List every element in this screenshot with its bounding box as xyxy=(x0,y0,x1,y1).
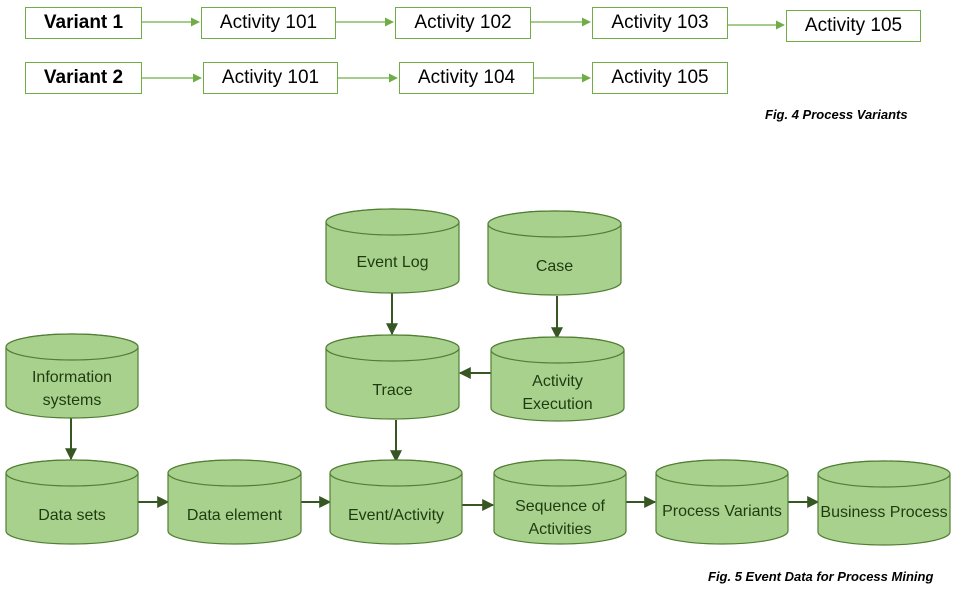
label-event-activity-1: Event/Activity xyxy=(348,507,444,524)
label-activity-execution-2: Execution xyxy=(522,396,592,413)
cylinder-process-variants: Process Variants xyxy=(655,459,789,545)
variant-1-step-1: Activity 101 xyxy=(201,7,336,39)
cylinder-case: Case xyxy=(487,210,622,296)
label-data-element-1: Data element xyxy=(187,507,283,524)
variant-1-step-4: Activity 105 xyxy=(786,10,921,42)
variant-2-step-1: Activity 101 xyxy=(203,62,338,94)
label-process-variants-1: Process Variants xyxy=(662,503,782,520)
variant-2-step-3: Activity 105 xyxy=(592,62,728,94)
variant-1-step-3: Activity 103 xyxy=(592,7,728,39)
cylinder-data-element: Data element xyxy=(167,459,302,545)
label-trace-1: Trace xyxy=(372,382,412,399)
variant-2-label: Variant 2 xyxy=(25,62,142,94)
cylinder-sequence-of-activities: Sequence of Activities xyxy=(493,459,627,545)
variant-1-step-2: Activity 102 xyxy=(395,7,531,39)
label-sequence-of-activities-2: Activities xyxy=(528,521,591,538)
fig4-caption: Fig. 4 Process Variants xyxy=(765,107,908,122)
cylinder-information-systems: Information systems xyxy=(5,333,139,419)
label-event-log-1: Event Log xyxy=(356,254,428,271)
label-case-1: Case xyxy=(536,258,573,275)
label-activity-execution-1: Activity xyxy=(532,373,583,390)
cylinder-event-activity: Event/Activity xyxy=(329,459,463,545)
cylinder-data-sets: Data sets xyxy=(5,459,139,545)
label-information-systems-1: Information xyxy=(32,369,112,386)
cylinder-event-log: Event Log xyxy=(325,208,460,294)
variant-1-label: Variant 1 xyxy=(25,7,142,39)
cylinder-trace: Trace xyxy=(325,334,460,420)
fig5-caption: Fig. 5 Event Data for Process Mining xyxy=(708,569,934,584)
label-business-process-1: Business Process xyxy=(820,504,947,521)
label-information-systems-2: systems xyxy=(43,392,102,409)
label-data-sets-1: Data sets xyxy=(38,507,106,524)
label-sequence-of-activities-1: Sequence of xyxy=(515,498,605,515)
variant-2-step-2: Activity 104 xyxy=(399,62,534,94)
cylinder-business-process: Business Process xyxy=(817,460,951,546)
